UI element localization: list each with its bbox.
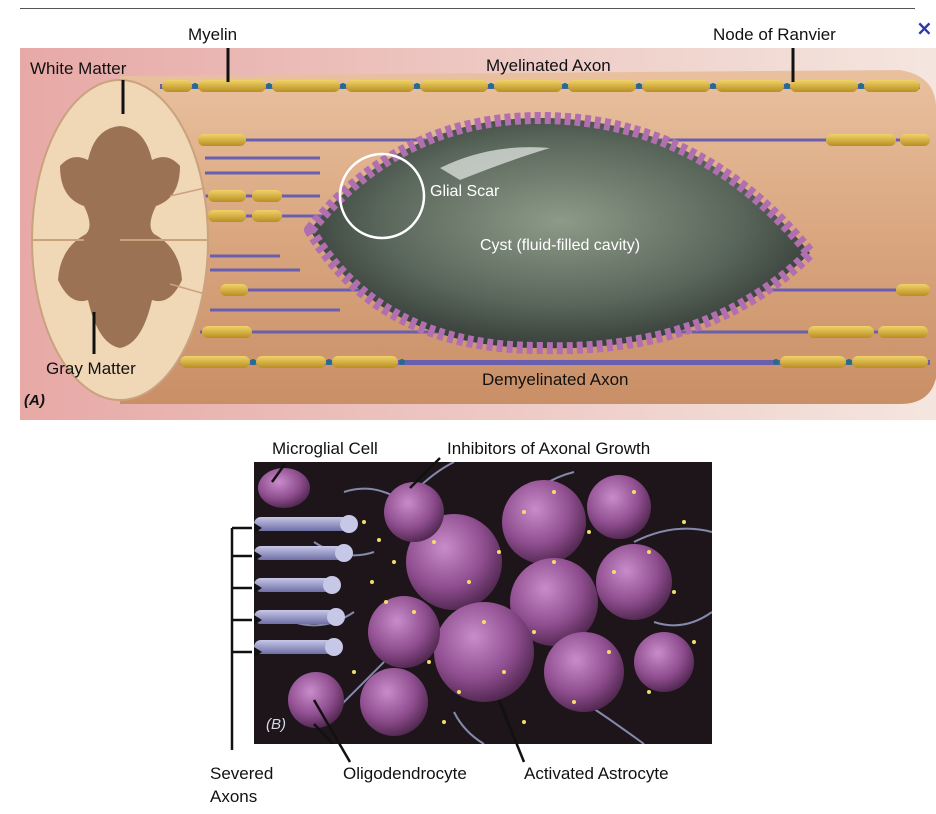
label-oligodendrocyte: Oligodendrocyte (343, 764, 467, 783)
panel-b-illustration (254, 462, 712, 744)
cyst-highlight (440, 147, 550, 180)
label-node-of-ranvier: Node of Ranvier (713, 25, 836, 44)
label-white-matter: White Matter (30, 59, 127, 78)
label-demyelinated-axon: Demyelinated Axon (482, 370, 629, 389)
label-myelinated-axon: Myelinated Axon (486, 56, 611, 75)
severed-axon-stumps (254, 515, 358, 656)
label-activated-astrocyte: Activated Astrocyte (524, 764, 669, 783)
demyelinated-axon-row (180, 356, 930, 368)
gray-matter-shape (58, 126, 182, 348)
microglial-cell (258, 468, 310, 508)
myelinated-axon-row (160, 80, 920, 92)
activated-astrocytes (360, 475, 694, 736)
label-cyst: Cyst (fluid-filled cavity) (480, 237, 641, 254)
close-icon[interactable]: × (916, 16, 933, 40)
label-microglial-cell: Microglial Cell (272, 439, 378, 458)
middle-myelin-segments (198, 134, 930, 338)
panel-a-tag: (A) (24, 392, 45, 409)
label-gray-matter: Gray Matter (46, 359, 136, 378)
label-inhibitors: Inhibitors of Axonal Growth (447, 439, 651, 458)
top-divider (20, 8, 915, 9)
leader-lines (92, 48, 795, 354)
panel-a-illustration (20, 48, 936, 420)
label-glial-scar: Glial Scar (430, 183, 500, 200)
glial-scar-circle (338, 152, 426, 240)
label-myelin: Myelin (188, 25, 238, 44)
cyst-cavity (304, 112, 816, 355)
oligodendrocyte-cell (288, 672, 344, 728)
label-severed-axons-line1: Severed (210, 764, 274, 783)
label-severed-axons-line2: Axons (210, 787, 258, 806)
inhibitor-dots (352, 490, 696, 724)
panel-b-tag: (B) (266, 716, 286, 733)
